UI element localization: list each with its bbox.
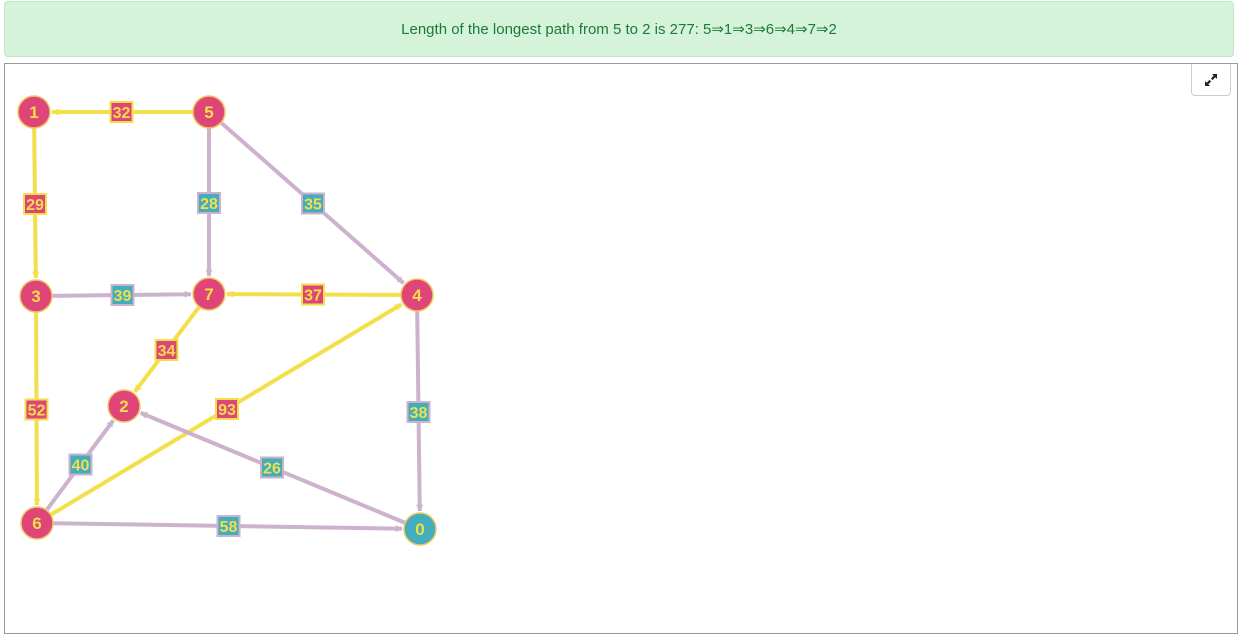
edge-weight: 52 <box>28 403 46 420</box>
edge-label-box <box>260 456 284 479</box>
edge-label-6-4: 93 <box>215 398 239 420</box>
edge-weight: 40 <box>72 458 90 475</box>
edge-weight: 34 <box>158 343 176 360</box>
node-label: 5 <box>204 103 213 122</box>
edge-label-5-7: 28 <box>197 192 221 214</box>
node-label: 4 <box>412 286 422 305</box>
result-message: Length of the longest path from 5 to 2 i… <box>401 21 837 38</box>
edge-weight: 37 <box>304 288 322 305</box>
node-0[interactable]: 0 <box>403 512 437 546</box>
edge-label-box <box>301 192 325 215</box>
node-4[interactable]: 4 <box>400 278 434 312</box>
node-2[interactable]: 2 <box>107 389 141 423</box>
edge-label-box <box>24 398 49 421</box>
edge-label-box <box>68 453 93 476</box>
node-label: 0 <box>415 520 424 539</box>
edge-label-box <box>215 398 239 420</box>
edge-label-4-7: 37 <box>301 283 325 306</box>
node-circle[interactable] <box>20 506 54 540</box>
node-label: 7 <box>204 285 213 304</box>
edge-label-3-6: 52 <box>24 398 49 421</box>
edge-label-7-2: 34 <box>154 339 179 361</box>
node-circle[interactable] <box>19 279 53 313</box>
edge-weight: 32 <box>113 105 131 122</box>
edge-label-box <box>301 283 325 306</box>
result-alert: Length of the longest path from 5 to 2 i… <box>4 1 1234 57</box>
edge-label-6-2: 40 <box>68 453 93 476</box>
edge-label-6-0: 58 <box>216 515 241 537</box>
node-6[interactable]: 6 <box>20 506 54 540</box>
node-circle[interactable] <box>192 95 226 129</box>
node-circle[interactable] <box>403 512 437 546</box>
edge-weight: 29 <box>26 197 44 214</box>
edge-label-box <box>406 401 431 423</box>
node-3[interactable]: 3 <box>19 279 53 313</box>
node-circle[interactable] <box>107 389 141 423</box>
edge-weight: 35 <box>304 197 322 214</box>
edge-weight: 38 <box>410 405 428 422</box>
edge-label-box <box>216 515 241 537</box>
edge-label-0-2: 26 <box>260 456 284 479</box>
edge-weight: 26 <box>263 461 281 478</box>
node-circle[interactable] <box>192 277 226 311</box>
edge-weight: 93 <box>218 402 236 419</box>
node-5[interactable]: 5 <box>192 95 226 129</box>
edge-label-box <box>110 284 135 306</box>
node-label: 1 <box>29 103 38 122</box>
edge-label-3-7: 39 <box>110 284 135 306</box>
node-circle[interactable] <box>400 278 434 312</box>
node-1[interactable]: 1 <box>17 95 51 129</box>
expand-icon <box>1205 73 1217 86</box>
edge-label-box <box>109 101 134 123</box>
edge-label-4-0: 38 <box>406 401 431 423</box>
node-circle[interactable] <box>17 95 51 129</box>
edge-label-box <box>197 192 221 214</box>
edge-label-5-1: 32 <box>109 101 134 123</box>
node-label: 6 <box>32 514 41 533</box>
fullscreen-button[interactable] <box>1191 64 1231 96</box>
node-label: 3 <box>31 287 40 306</box>
edge-label-box <box>154 339 179 361</box>
node-7[interactable]: 7 <box>192 277 226 311</box>
edge-label-box <box>23 193 47 215</box>
edge-label-1-3: 29 <box>23 193 47 215</box>
node-label: 2 <box>119 397 128 416</box>
edge-weight: 58 <box>220 519 238 536</box>
edge-weight: 39 <box>114 288 132 305</box>
edge-label-5-4: 35 <box>301 192 325 215</box>
edge-weight: 28 <box>200 196 218 213</box>
